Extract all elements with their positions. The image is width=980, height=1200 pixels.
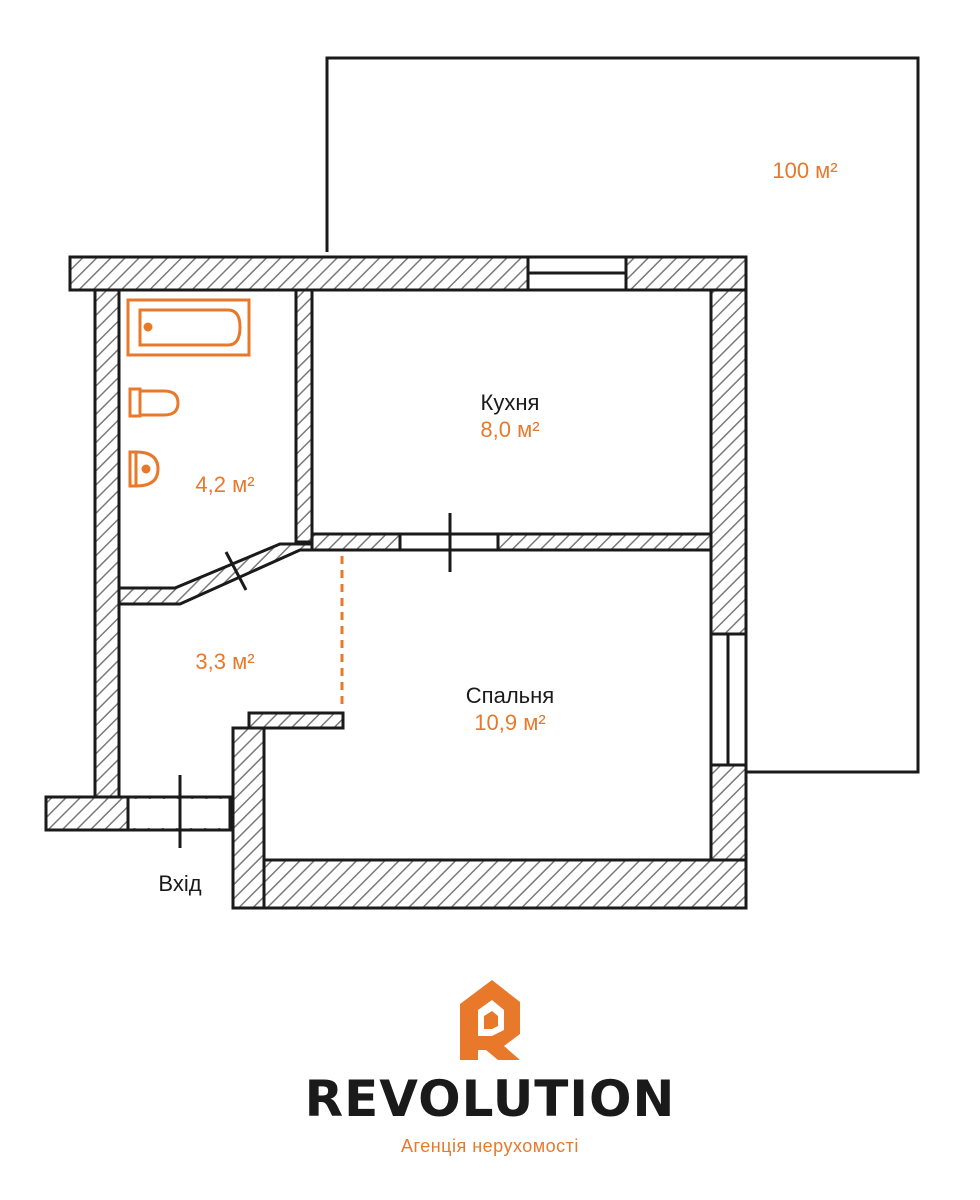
- entrance-label: Вхід: [158, 871, 201, 896]
- wall-bath-kitchen: [294, 288, 314, 544]
- kitchen-name: Кухня: [481, 390, 540, 415]
- wall-bedroom-left: [231, 726, 266, 910]
- wall-top: [68, 255, 748, 292]
- bedroom-name: Спальня: [466, 683, 554, 708]
- wall-kitchen-bedroom: [310, 532, 713, 552]
- wall-left: [93, 288, 121, 799]
- terrace-area: 100 м²: [772, 158, 837, 183]
- bedroom-area: 10,9 м²: [474, 710, 545, 735]
- bathtub-icon: [126, 298, 251, 357]
- house-r-logo-icon: [460, 980, 520, 1060]
- bedroom-window: [709, 632, 748, 767]
- brand-tagline: Агенція нерухомості: [401, 1136, 579, 1156]
- bathroom-door-leaf: [224, 551, 248, 591]
- terrace-outline: [325, 56, 920, 774]
- toilet-icon: [128, 387, 180, 418]
- hallway-area: 3,3 м²: [195, 649, 254, 674]
- doors: [126, 513, 500, 848]
- wall-bath-diagonal: [117, 542, 314, 606]
- wall-hall-stub: [247, 711, 345, 730]
- kitchen-area: 8,0 м²: [480, 417, 539, 442]
- wall-right: [709, 288, 748, 910]
- sink-icon: [128, 450, 160, 488]
- brand-name: REVOLUTION: [304, 1070, 676, 1128]
- bathroom-area: 4,2 м²: [195, 472, 254, 497]
- kitchen-window: [526, 255, 628, 292]
- wall-entrance-left: [44, 795, 130, 832]
- wall-bottom: [231, 858, 748, 910]
- bathroom-fixtures: [126, 298, 251, 488]
